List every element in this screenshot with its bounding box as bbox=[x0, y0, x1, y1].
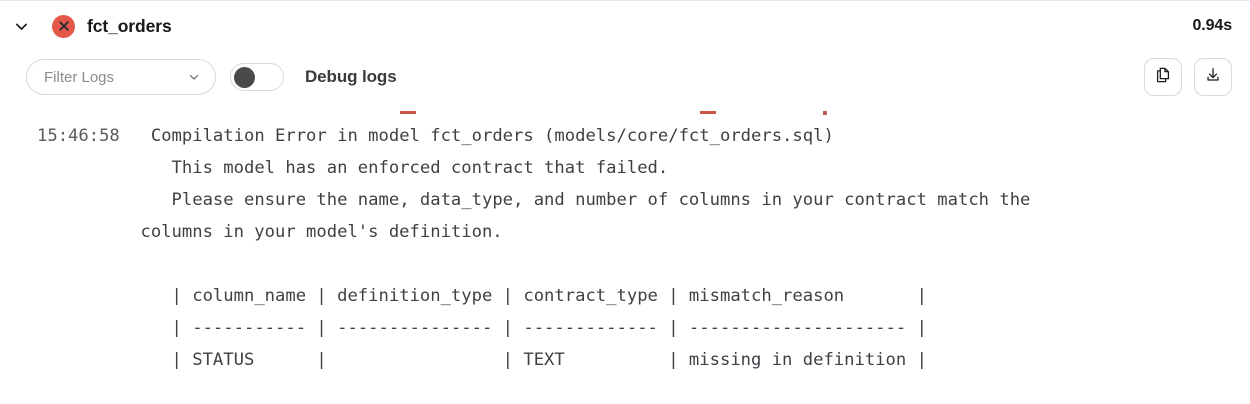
log-line-list: 15:46:58 Compilation Error in model fct_… bbox=[0, 120, 1250, 376]
node-header: fct_orders 0.94s bbox=[0, 1, 1250, 51]
download-icon bbox=[1204, 66, 1222, 89]
log-timestamp: 15:46:58 bbox=[37, 126, 120, 146]
log-timestamp bbox=[37, 286, 120, 306]
clipped-previous-line bbox=[0, 103, 1250, 120]
log-line: This model has an enforced contract that… bbox=[0, 152, 1250, 184]
log-timestamp bbox=[37, 190, 120, 210]
log-text: Please ensure the name, data_type, and n… bbox=[150, 190, 1031, 210]
copy-icon bbox=[1154, 66, 1172, 89]
chevron-down-icon bbox=[187, 70, 201, 84]
debug-logs-label: Debug logs bbox=[305, 67, 397, 86]
log-line: 15:46:58 Compilation Error in model fct_… bbox=[0, 120, 1250, 152]
error-circle-x-icon bbox=[52, 14, 75, 38]
log-table-divider-row: | ----------- | --------------- | ------… bbox=[0, 312, 1250, 344]
log-text: | column_name | definition_type | contra… bbox=[150, 286, 927, 306]
filter-logs-select[interactable]: Filter Logs bbox=[26, 59, 216, 95]
log-timestamp bbox=[37, 158, 120, 178]
log-text: | STATUS | | TEXT | missing in definitio… bbox=[150, 350, 927, 370]
log-blank-line bbox=[0, 248, 1250, 280]
clipped-glyph-fragment bbox=[823, 111, 827, 115]
log-timestamp bbox=[37, 350, 120, 370]
log-text: columns in your model's definition. bbox=[140, 222, 503, 242]
page-title: fct_orders bbox=[87, 15, 172, 36]
log-output[interactable]: 15:46:58 Compilation Error in model fct_… bbox=[0, 103, 1250, 404]
log-line: columns in your model's definition. bbox=[0, 216, 1250, 248]
log-text: Compilation Error in model fct_orders (m… bbox=[150, 126, 834, 146]
log-line: Please ensure the name, data_type, and n… bbox=[0, 184, 1250, 216]
log-text: This model has an enforced contract that… bbox=[150, 158, 669, 178]
toggle-knob bbox=[234, 67, 255, 88]
log-toolbar: Filter Logs Debug logs bbox=[0, 51, 1250, 103]
debug-logs-toggle[interactable] bbox=[230, 63, 284, 91]
chevron-down-icon bbox=[13, 18, 30, 35]
copy-logs-button[interactable] bbox=[1144, 58, 1182, 96]
filter-logs-label: Filter Logs bbox=[44, 68, 115, 86]
clipped-glyph-fragment bbox=[400, 111, 416, 114]
download-logs-button[interactable] bbox=[1194, 58, 1232, 96]
run-duration: 0.94s bbox=[1192, 17, 1232, 34]
log-table-header-row: | column_name | definition_type | contra… bbox=[0, 280, 1250, 312]
clipped-glyph-fragment bbox=[700, 111, 716, 114]
log-text: | ----------- | --------------- | ------… bbox=[150, 318, 927, 338]
log-table-row: | STATUS | | TEXT | missing in definitio… bbox=[0, 344, 1250, 376]
collapse-toggle-button[interactable] bbox=[6, 11, 36, 41]
log-timestamp bbox=[37, 318, 120, 338]
